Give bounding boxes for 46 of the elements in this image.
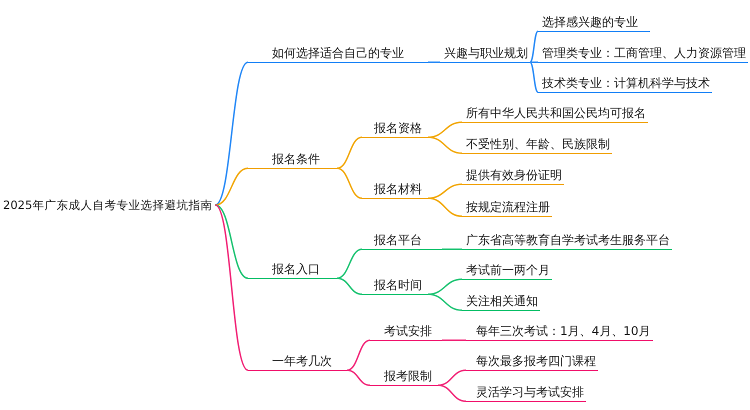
topic-label: 兴趣与职业规划 <box>440 44 530 63</box>
topic-label: 一年考几次 <box>248 352 347 371</box>
branch-connector <box>215 204 248 279</box>
topic-label: 报考限制 <box>370 367 438 386</box>
branch-connector <box>530 62 538 93</box>
branch-connector <box>428 294 462 311</box>
central-topic: 2025年广东成人自考专业选择避坑指南 <box>3 196 212 214</box>
topic-label: 所有中华人民共和国公民均可报名 <box>462 104 648 123</box>
topic-label: 每次最多报考四门课程 <box>466 352 598 371</box>
branch-connector <box>214 204 248 371</box>
topic-label: 灵活学习与考试安排 <box>466 383 586 402</box>
branch-connector <box>428 62 440 63</box>
branch-connector <box>336 248 362 279</box>
branch-connector <box>336 168 362 199</box>
branch-connector <box>530 62 538 63</box>
topic-label: 如何选择适合自己的专业 <box>248 44 428 63</box>
topic-label: 报名平台 <box>362 231 442 250</box>
topic-label: 管理类专业：工商管理、人力资源管理 <box>538 44 748 63</box>
branch-connector <box>346 370 370 386</box>
branch-connector <box>438 384 466 402</box>
topic-label: 报名材料 <box>362 180 428 199</box>
topic-label: 报名资格 <box>362 119 428 138</box>
topic-label: 报名条件 <box>248 150 337 169</box>
topic-label: 报名入口 <box>248 260 337 279</box>
branch-connector <box>428 198 462 217</box>
topic-label: 考试前一两个月 <box>462 261 552 280</box>
topic-label: 按规定流程注册 <box>462 198 552 217</box>
topic-label: 每年三次考试：1月、4月、10月 <box>466 322 653 341</box>
topic-label: 关注相关通知 <box>462 292 540 311</box>
branch-connector <box>215 168 248 206</box>
topic-label: 报名时间 <box>362 276 428 295</box>
branch-connector <box>442 248 462 250</box>
branch-connector <box>346 340 370 371</box>
branch-connector <box>428 136 462 154</box>
topic-label: 考试安排 <box>370 322 442 341</box>
topic-label: 提供有效身份证明 <box>462 166 564 185</box>
branch-connector <box>336 136 362 169</box>
branch-connector <box>530 30 538 63</box>
branch-connector <box>438 370 466 386</box>
branch-connector <box>214 62 248 206</box>
topic-label: 广东省高等教育自学考试考生服务平台 <box>462 231 672 250</box>
topic-label: 不受性别、年龄、民族限制 <box>462 135 612 154</box>
topic-label: 技术类专业：计算机科学与技术 <box>538 74 712 93</box>
topic-label: 选择感兴趣的专业 <box>538 13 650 32</box>
branch-connector <box>442 340 466 341</box>
branch-connector <box>336 278 362 295</box>
